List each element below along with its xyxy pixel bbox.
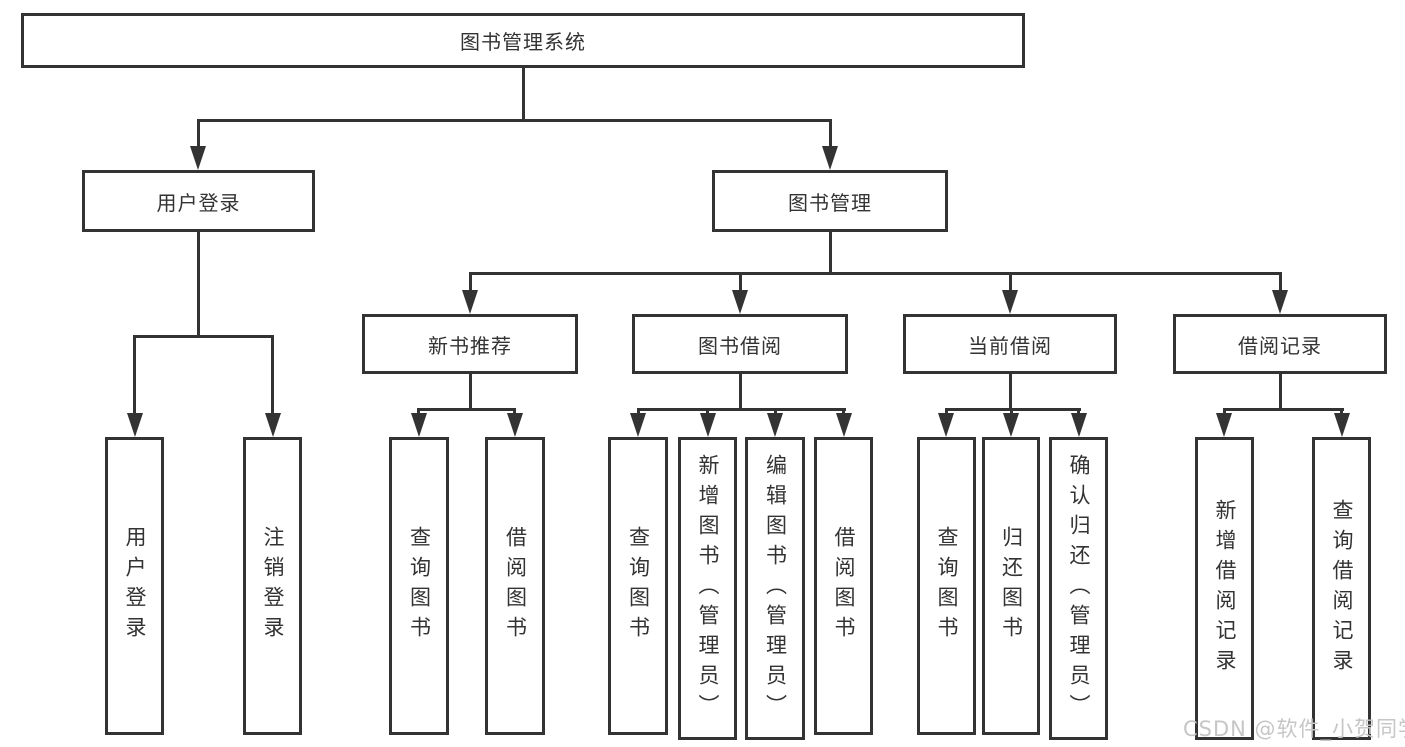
connector-line bbox=[271, 335, 274, 413]
arrow-down-icon bbox=[190, 146, 206, 170]
connector-line bbox=[738, 272, 742, 292]
leaf-query-borrow-record: 查询借阅记录 bbox=[1312, 437, 1371, 740]
connector-line bbox=[706, 408, 709, 415]
arrow-down-icon bbox=[835, 413, 852, 437]
connector-line bbox=[133, 335, 136, 413]
csdn-watermark: CSDN @软件_小贺同学 bbox=[1183, 717, 1405, 741]
node-book-management: 图书管理 bbox=[712, 170, 948, 232]
leaf-add-borrow-record: 新增借阅记录 bbox=[1195, 437, 1254, 740]
leaf-borrow-books-recommend: 借阅图书 bbox=[485, 437, 545, 735]
connector-line bbox=[1340, 408, 1343, 415]
arrow-down-icon bbox=[1003, 413, 1019, 437]
arrow-down-icon bbox=[938, 413, 954, 437]
connector-line bbox=[828, 232, 832, 272]
leaf-query-books-recommend: 查询图书 bbox=[389, 437, 449, 735]
connector-line bbox=[1009, 408, 1013, 415]
arrow-down-icon bbox=[1216, 413, 1232, 437]
connector-line bbox=[133, 335, 274, 338]
node-borrowing-records: 借阅记录 bbox=[1173, 314, 1387, 374]
connector-line bbox=[468, 272, 1282, 275]
connector-line bbox=[842, 408, 845, 415]
connector-line bbox=[417, 408, 420, 415]
arrow-down-icon bbox=[410, 413, 427, 437]
leaf-add-books-admin: 新增图书（管理员） bbox=[678, 437, 737, 740]
node-user-login: 用户登录 bbox=[82, 170, 315, 232]
arrow-down-icon bbox=[732, 290, 748, 314]
node-library-system: 图书管理系统 bbox=[21, 13, 1025, 68]
arrow-down-icon bbox=[699, 413, 716, 437]
connector-line bbox=[1077, 408, 1080, 415]
leaf-borrow-books-borrowing: 借阅图书 bbox=[814, 437, 873, 735]
leaf-edit-books-admin: 编辑图书（管理员） bbox=[745, 437, 805, 740]
leaf-confirm-return-admin: 确认归还（管理员） bbox=[1049, 437, 1108, 740]
connector-line bbox=[636, 408, 846, 411]
arrow-down-icon bbox=[630, 413, 646, 437]
connector-line bbox=[1008, 272, 1012, 292]
leaf-return-books: 归还图书 bbox=[982, 437, 1040, 735]
connector-line bbox=[196, 232, 200, 335]
arrow-down-icon bbox=[767, 413, 783, 437]
connector-line bbox=[773, 408, 777, 415]
connector-line bbox=[1278, 272, 1282, 292]
connector-line bbox=[196, 119, 200, 148]
arrow-down-icon bbox=[822, 146, 838, 170]
connector-line bbox=[944, 408, 948, 415]
arrow-down-icon bbox=[264, 413, 281, 437]
node-book-borrowing: 图书借阅 bbox=[632, 314, 848, 374]
connector-line bbox=[521, 68, 525, 119]
leaf-query-books-current: 查询图书 bbox=[917, 437, 976, 735]
connector-line bbox=[738, 373, 742, 408]
connector-line bbox=[828, 119, 832, 148]
leaf-user-login: 用户登录 bbox=[105, 437, 164, 735]
connector-line bbox=[1222, 408, 1344, 411]
arrow-down-icon bbox=[1272, 290, 1288, 314]
connector-line bbox=[417, 408, 516, 411]
connector-line bbox=[513, 408, 516, 415]
arrow-down-icon bbox=[126, 413, 143, 437]
connector-line bbox=[1278, 373, 1282, 408]
connector-line bbox=[944, 408, 1081, 411]
arrow-down-icon bbox=[462, 290, 478, 314]
connector-line bbox=[1008, 373, 1012, 408]
arrow-down-icon bbox=[506, 413, 523, 437]
connector-line bbox=[636, 408, 640, 415]
arrow-down-icon bbox=[1002, 290, 1018, 314]
connector-line bbox=[196, 119, 832, 122]
leaf-query-books-borrowing: 查询图书 bbox=[608, 437, 668, 735]
leaf-logout: 注销登录 bbox=[243, 437, 302, 735]
node-new-book-recommendation: 新书推荐 bbox=[362, 314, 578, 374]
arrow-down-icon bbox=[1070, 413, 1087, 437]
connector-line bbox=[1222, 408, 1226, 415]
node-current-borrowing: 当前借阅 bbox=[903, 314, 1117, 374]
connector-line bbox=[468, 373, 472, 408]
arrow-down-icon bbox=[1333, 413, 1350, 437]
connector-line bbox=[468, 272, 472, 292]
